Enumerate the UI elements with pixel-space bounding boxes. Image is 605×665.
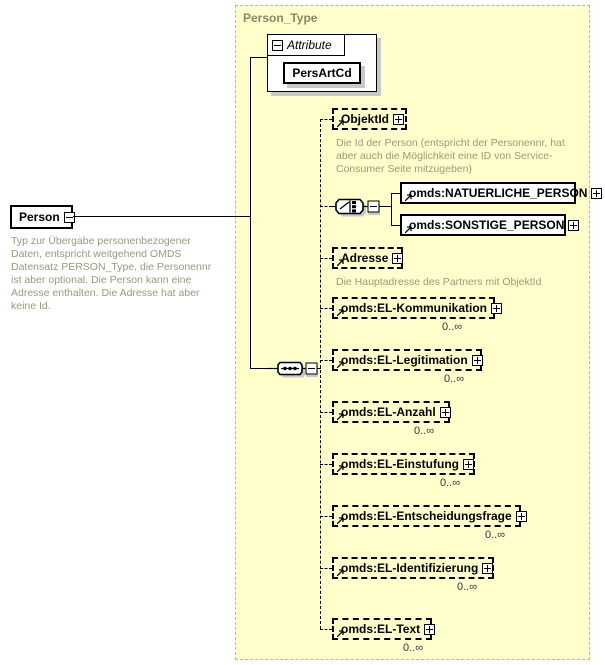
type-container-label: Person_Type [243, 11, 318, 25]
connector-el-text [320, 629, 332, 630]
plus-icon[interactable] [591, 187, 603, 199]
connector-el-kommunikation [320, 308, 332, 309]
element-person-label: Person [19, 210, 60, 224]
minus-icon[interactable] [272, 39, 283, 51]
connector-person-to-trunk [73, 216, 250, 217]
cardinality-el-legitimation: 0..∞ [444, 373, 465, 385]
element-objektid[interactable]: ObjektId [332, 108, 409, 132]
choice-compositor[interactable] [332, 193, 388, 219]
element-adresse-documentation: Die Hauptadresse des Partners mit Objekt… [336, 276, 542, 288]
connector-adresse [320, 258, 332, 259]
cardinality-el-text: 0..∞ [403, 642, 424, 654]
element-natuerliche-person-label: omds:NATUERLICHE_PERSON [409, 186, 588, 200]
element-sonstige-person-label: omds:SONSTIGE_PERSON [409, 218, 565, 232]
cardinality-el-identifizierung: 0..∞ [457, 581, 478, 593]
cardinality-el-anzahl: 0..∞ [414, 425, 435, 437]
cardinality-el-kommunikation: 0..∞ [442, 321, 463, 333]
plus-icon[interactable] [462, 458, 474, 470]
connector-el-legitimation [320, 360, 332, 361]
plus-icon[interactable] [439, 406, 451, 418]
connector-choice-vertical [391, 193, 392, 226]
element-person[interactable]: Person [10, 205, 75, 231]
element-el-legitimation[interactable]: omds:EL-Legitimation [332, 349, 484, 373]
plus-icon[interactable] [491, 302, 502, 314]
attribute-persartcd[interactable]: PersArtCd [283, 62, 365, 88]
element-el-identifizierung-label: omds:EL-Identifizierung [341, 561, 479, 575]
trunk-vertical [250, 57, 251, 369]
connector-el-einstufung [320, 464, 332, 465]
connector-trunk-to-sequence [250, 368, 268, 369]
connector-choice [320, 206, 332, 207]
attribute-group-label: Attribute [287, 38, 332, 52]
element-el-kommunikation[interactable]: omds:EL-Kommunikation [332, 297, 502, 321]
connector-el-entscheidungsfrage [320, 516, 332, 517]
element-natuerliche-person[interactable]: omds:NATUERLICHE_PERSON [400, 182, 603, 206]
element-adresse[interactable]: Adresse [332, 247, 405, 271]
attribute-persartcd-label: PersArtCd [292, 66, 352, 80]
plus-icon[interactable] [515, 510, 527, 522]
element-adresse-label: Adresse [341, 251, 389, 265]
element-objektid-documentation: Die Id der Person (entspricht der Person… [336, 137, 565, 175]
connector-el-anzahl [320, 412, 332, 413]
element-el-entscheidungsfrage[interactable]: omds:EL-Entscheidungsfrage [332, 505, 527, 529]
element-sonstige-person[interactable]: omds:SONSTIGE_PERSON [400, 214, 580, 238]
attribute-group-header[interactable]: Attribute [267, 34, 345, 56]
element-el-identifizierung[interactable]: omds:EL-Identifizierung [332, 557, 496, 581]
element-el-anzahl-label: omds:EL-Anzahl [341, 405, 436, 419]
children-spine [320, 119, 321, 629]
connector-choice-branch-2 [391, 225, 400, 226]
attribute-group: Attribute PersArtCd [267, 34, 381, 96]
element-el-entscheidungsfrage-label: omds:EL-Entscheidungsfrage [341, 509, 512, 523]
connector-sequence-to-spine [317, 368, 321, 369]
plus-icon[interactable] [393, 113, 405, 125]
element-el-einstufung[interactable]: omds:EL-Einstufung [332, 453, 477, 477]
plus-icon[interactable] [392, 252, 404, 264]
connector-el-identifizierung [320, 568, 332, 569]
element-el-text-label: omds:EL-Text [341, 622, 421, 636]
connector-choice-out [379, 206, 391, 207]
cardinality-el-einstufung: 0..∞ [440, 477, 461, 489]
minus-icon[interactable] [63, 211, 75, 223]
connector-objektid [320, 119, 332, 120]
plus-icon[interactable] [568, 219, 580, 231]
element-el-kommunikation-label: omds:EL-Kommunikation [341, 301, 487, 315]
element-el-text[interactable]: omds:EL-Text [332, 618, 436, 642]
element-person-documentation: Typ zur Übergabe personenbezogener Daten… [11, 235, 212, 312]
plus-icon[interactable] [424, 623, 436, 635]
element-el-einstufung-label: omds:EL-Einstufung [341, 457, 459, 471]
type-container-person-type [235, 5, 590, 660]
element-objektid-label: ObjektId [341, 112, 390, 126]
cardinality-el-entscheidungsfrage: 0..∞ [485, 529, 506, 541]
connector-trunk-to-attribute [250, 57, 267, 58]
plus-icon[interactable] [471, 354, 483, 366]
element-el-legitimation-label: omds:EL-Legitimation [341, 353, 468, 367]
plus-icon[interactable] [482, 562, 494, 574]
sequence-compositor[interactable] [268, 356, 320, 381]
element-el-anzahl[interactable]: omds:EL-Anzahl [332, 401, 452, 425]
connector-choice-branch-1 [391, 193, 400, 194]
